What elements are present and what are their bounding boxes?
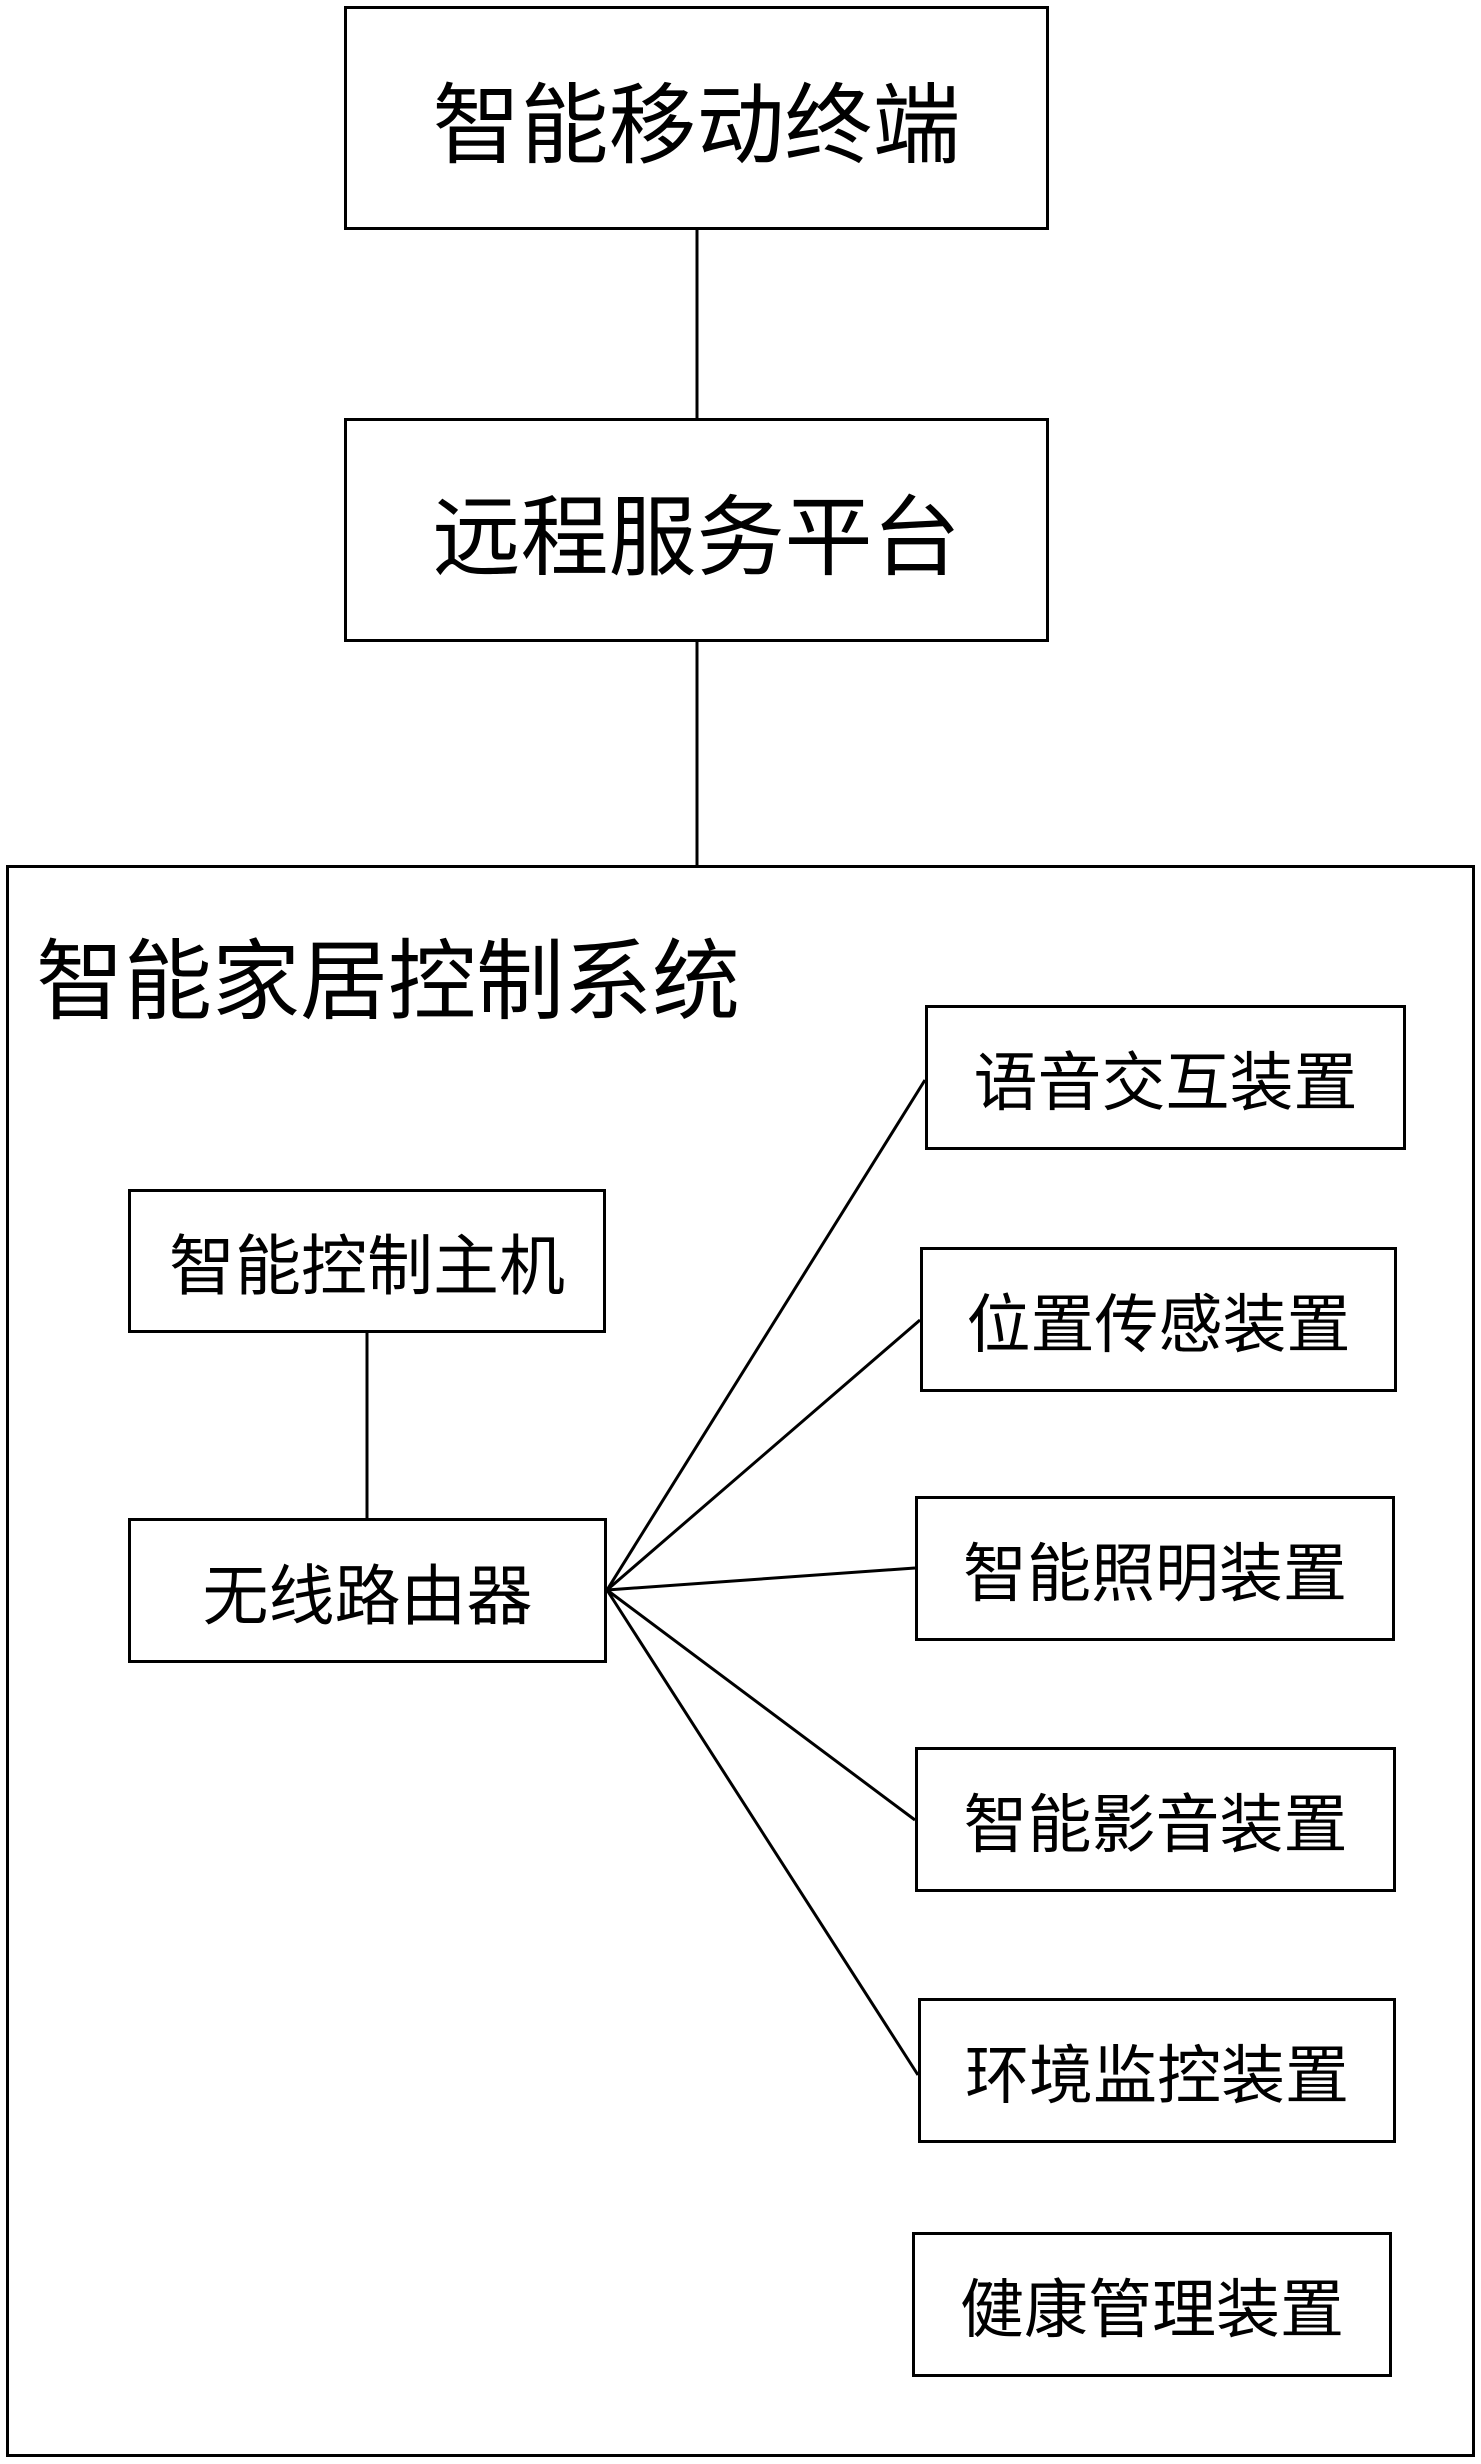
- mobile-terminal-label: 智能移动终端: [432, 55, 960, 182]
- device-box-position: 位置传感装置: [920, 1247, 1397, 1392]
- device-box-health: 健康管理装置: [912, 2232, 1392, 2377]
- control-host-box: 智能控制主机: [128, 1189, 606, 1333]
- device-box-env: 环境监控装置: [918, 1998, 1396, 2143]
- device-label-health: 健康管理装置: [960, 2259, 1344, 2351]
- mobile-terminal-box: 智能移动终端: [344, 6, 1049, 230]
- device-box-voice: 语音交互装置: [925, 1005, 1406, 1150]
- device-label-position: 位置传感装置: [967, 1274, 1351, 1366]
- device-label-voice: 语音交互装置: [974, 1032, 1358, 1124]
- router-box: 无线路由器: [128, 1518, 607, 1663]
- device-label-av: 智能影音装置: [964, 1774, 1348, 1866]
- control-host-label: 智能控制主机: [169, 1213, 565, 1309]
- device-label-env: 环境监控装置: [965, 2025, 1349, 2117]
- remote-platform-label: 远程服务平台: [432, 467, 960, 594]
- device-box-av: 智能影音装置: [915, 1747, 1396, 1892]
- router-label: 无线路由器: [203, 1543, 533, 1639]
- device-label-lighting: 智能照明装置: [963, 1523, 1347, 1615]
- remote-platform-box: 远程服务平台: [344, 418, 1049, 642]
- device-box-lighting: 智能照明装置: [915, 1496, 1395, 1641]
- smart-home-system-title: 智能家居控制系统: [36, 938, 740, 1026]
